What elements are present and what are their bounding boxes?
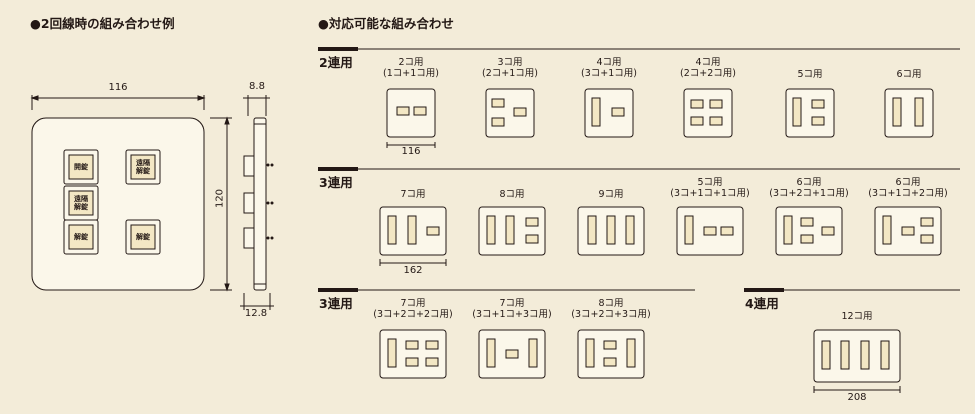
example-plate — [31, 117, 205, 291]
dim-116: 116 — [401, 146, 421, 157]
item-label: 3コ用(2コ+1コ用) — [482, 57, 538, 79]
item-label: 8コ用(3コ+2コ+3コ用) — [571, 298, 651, 320]
section-label-3gang: 3連用 — [319, 175, 353, 190]
dim-depth-top: 8.8 — [249, 81, 265, 92]
item-label: 7コ用(3コ+1コ+3コ用) — [472, 298, 552, 320]
section-label-4gang: 4連用 — [745, 296, 779, 311]
dim-depth-bottom: 12.8 — [244, 308, 268, 319]
dim-162: 162 — [403, 265, 423, 276]
item-label: 4コ用(3コ+1コ用) — [581, 57, 637, 79]
dim-208: 208 — [847, 392, 867, 403]
item-label: 9コ用 — [598, 189, 624, 200]
section-label-2gang: 2連用 — [319, 55, 353, 70]
button-remote-unlock: 遠隔 解錠 — [74, 195, 88, 211]
button-unlock-open: 開錠 — [74, 163, 88, 171]
button-remote-unlock: 遠隔 解錠 — [136, 159, 150, 175]
item-label: 7コ用(3コ+2コ+2コ用) — [373, 298, 453, 320]
item-label: 5コ用 — [797, 69, 823, 80]
section-label-3gang-b: 3連用 — [319, 296, 353, 311]
combos-title: ●対応可能な組み合わせ — [318, 16, 454, 31]
item-label: 6コ用(3コ+1コ+2コ用) — [868, 177, 948, 199]
item-label: 12コ用 — [841, 311, 873, 322]
item-label: 6コ用 — [896, 69, 922, 80]
button-unlock: 解錠 — [74, 233, 88, 241]
item-label: 6コ用(3コ+2コ+1コ用) — [769, 177, 849, 199]
plate-2gang — [386, 88, 436, 138]
button-unlock: 解錠 — [136, 233, 150, 241]
item-label: 5コ用(3コ+1コ+1コ用) — [670, 177, 750, 199]
example-title: ●2回線時の組み合わせ例 — [30, 16, 175, 31]
dim-width: 116 — [108, 82, 128, 93]
item-label: 2コ用(1コ+1コ用) — [383, 57, 439, 79]
item-label: 8コ用 — [499, 189, 525, 200]
item-label: 7コ用 — [400, 189, 426, 200]
dim-height: 120 — [214, 188, 226, 209]
side-view — [253, 117, 267, 291]
item-label: 4コ用(2コ+2コ用) — [680, 57, 736, 79]
